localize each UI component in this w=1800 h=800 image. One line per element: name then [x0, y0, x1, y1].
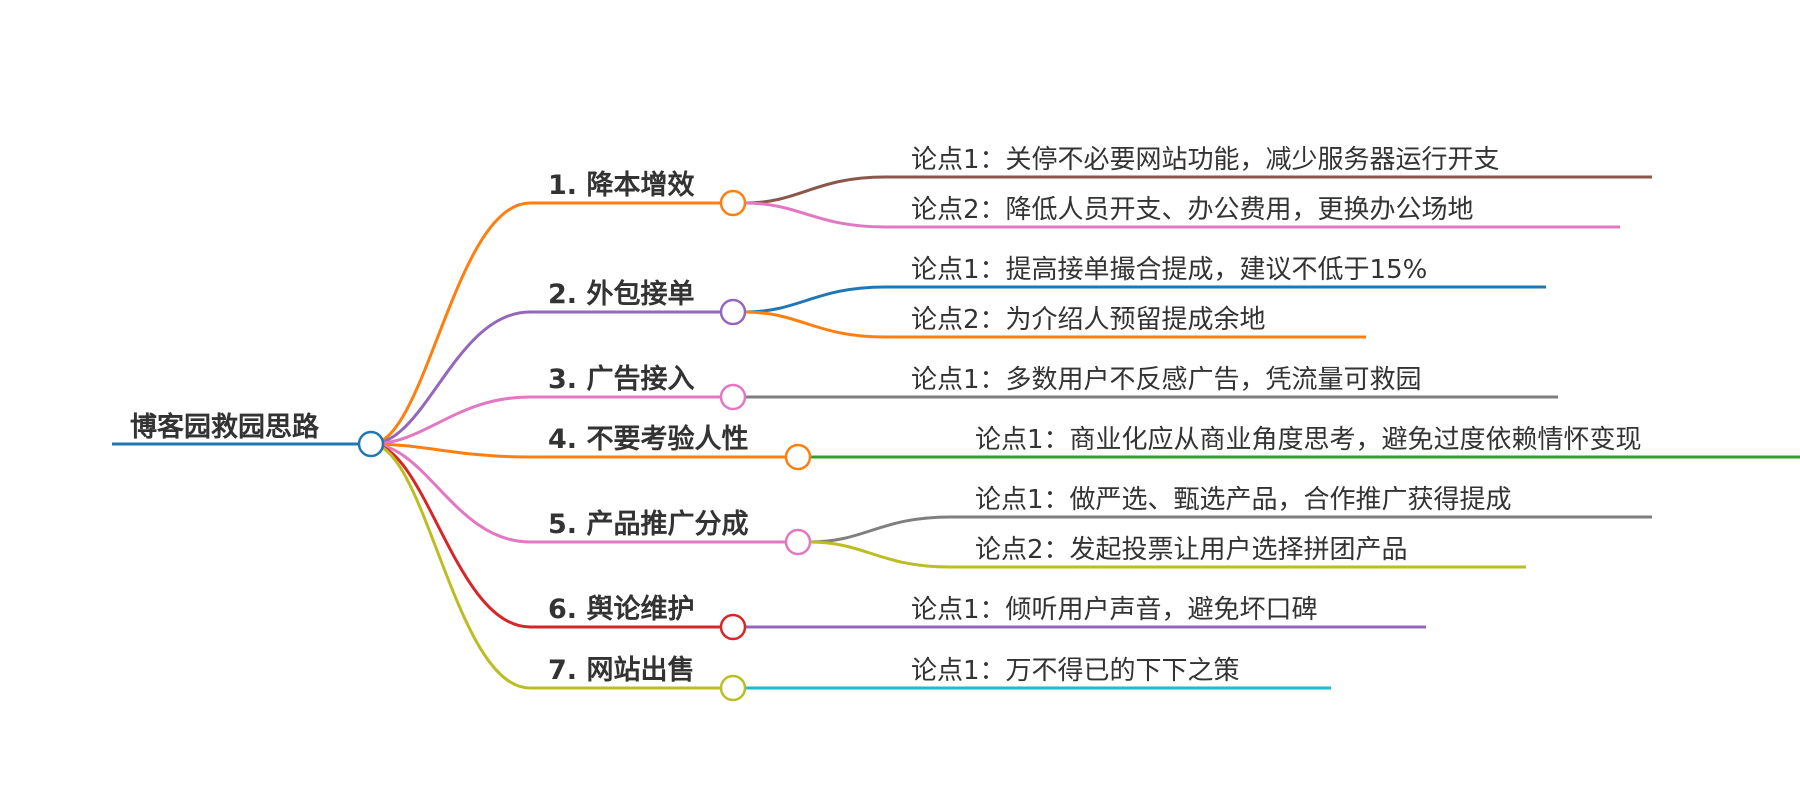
branch-2-leaf-2-connector [744, 310, 1366, 339]
branch-1-leaf-1-label: 论点1：关停不必要网站功能，减少服务器运行开支 [911, 145, 1500, 175]
connector-layer [112, 175, 1800, 690]
branch-3-leaf-1-label: 论点1：多数用户不反感广告，凭流量可救园 [911, 365, 1422, 395]
branch-4-label: 4. 不要考验人性 [548, 423, 748, 455]
branch-1-leaf-2-connector [744, 201, 1620, 229]
branch-6-connector [370, 442, 531, 629]
branch-5-leaf-2-label: 论点2：发起投票让用户选择拼团产品 [975, 535, 1408, 565]
branch-7-label: 7. 网站出售 [548, 654, 694, 686]
branch-4-leaf-1-label: 论点1：商业化应从商业角度思考，避免过度依赖情怀变现 [975, 425, 1642, 455]
branch-7-collapse-toggle[interactable] [719, 674, 747, 702]
branch-1-label: 1. 降本增效 [548, 169, 694, 201]
branch-7-leaf-1-label: 论点1：万不得已的下下之策 [911, 656, 1240, 686]
branch-2-leaf-2-label: 论点2：为介绍人预留提成余地 [911, 305, 1266, 335]
branch-5-connector [370, 442, 531, 544]
root-collapse-toggle[interactable] [357, 430, 385, 458]
branch-2-connector [370, 310, 531, 446]
branch-6-label: 6. 舆论维护 [548, 594, 694, 625]
branch-2-label: 2. 外包接单 [548, 278, 694, 310]
branch-5-leaf-1-connector [809, 515, 1652, 544]
branch-3-label: 3. 广告接入 [548, 364, 694, 395]
branch-1-leaf-1-connector [744, 175, 1652, 205]
root-topic-label: 博客园救园思路 [130, 411, 320, 443]
branch-1-connector [370, 201, 531, 446]
branch-5-collapse-toggle[interactable] [784, 528, 812, 556]
branch-2-leaf-1-connector [744, 285, 1546, 314]
branch-5-leaf-2-connector [809, 540, 1526, 569]
branch-5-label: 5. 产品推广分成 [548, 509, 748, 540]
branch-4-collapse-toggle[interactable] [784, 443, 812, 471]
branch-2-collapse-toggle[interactable] [719, 298, 747, 326]
branch-1-leaf-2-label: 论点2：降低人员开支、办公费用，更换办公场地 [911, 195, 1474, 225]
node-layer [357, 189, 812, 702]
branch-2-leaf-1-label: 论点1：提高接单撮合提成，建议不低于15% [911, 255, 1427, 285]
branch-3-collapse-toggle[interactable] [719, 383, 747, 411]
branch-7-connector [370, 442, 531, 690]
branch-5-leaf-1-label: 论点1：做严选、甄选产品，合作推广获得提成 [975, 485, 1512, 515]
branch-4-connector [370, 442, 531, 459]
branch-6-collapse-toggle[interactable] [719, 613, 747, 641]
branch-6-leaf-1-label: 论点1：倾听用户声音，避免坏口碑 [911, 595, 1318, 625]
branch-3-connector [370, 395, 531, 446]
branch-1-collapse-toggle[interactable] [719, 189, 747, 217]
